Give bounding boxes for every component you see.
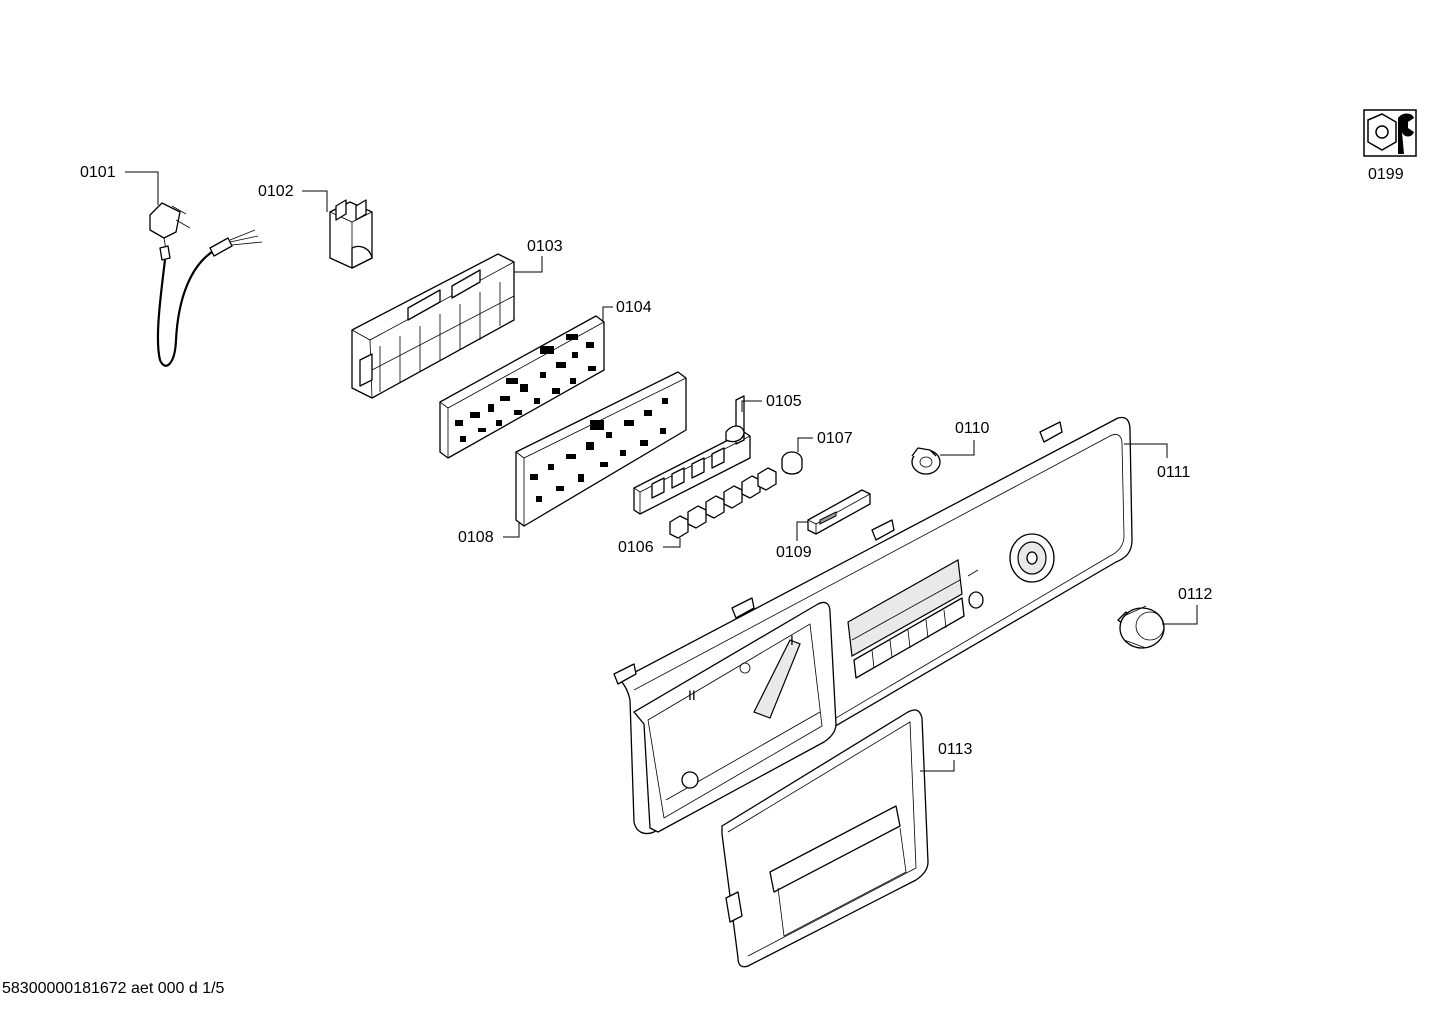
callout-0102: 0102 — [258, 183, 328, 212]
part-control-panel: II I — [613, 416, 1133, 835]
part-small-cap — [781, 451, 803, 475]
callout-label: 0199 — [1368, 166, 1404, 183]
part-display-pcb — [515, 371, 687, 527]
part-power-cord — [149, 202, 263, 367]
callout-0104: 0104 — [602, 299, 652, 322]
callout-label: 0102 — [258, 183, 294, 200]
callout-label: 0103 — [527, 238, 563, 255]
callout-label: 0113 — [938, 741, 973, 758]
pcb-components — [455, 334, 596, 442]
callout-label: 0111 — [1157, 464, 1190, 481]
part-selector-adapter — [911, 447, 941, 475]
callout-0199: 0199 — [1368, 166, 1404, 183]
callout-label: 0105 — [766, 393, 802, 410]
nut-and-wrench-icon — [1363, 109, 1417, 157]
callout-0108: 0108 — [458, 522, 520, 546]
part-light-guide — [807, 489, 871, 535]
callout-label: 0104 — [616, 299, 652, 316]
compartment-marker-i: I — [790, 632, 794, 648]
callout-0103: 0103 — [514, 238, 563, 273]
callout-label: 0108 — [458, 529, 494, 546]
callout-label: 0110 — [955, 420, 990, 437]
pcb-display-components — [530, 398, 668, 502]
part-interference-filter — [329, 199, 373, 269]
part-keycaps — [669, 467, 777, 539]
part-dispenser-handle — [721, 709, 929, 968]
part-electronics-housing — [351, 253, 515, 399]
callout-label: 0101 — [80, 164, 116, 181]
callout-0109: 0109 — [776, 521, 812, 561]
callout-0107: 0107 — [797, 430, 853, 452]
callout-label: 0112 — [1178, 586, 1213, 603]
callout-label: 0106 — [618, 539, 654, 556]
callout-0105: 0105 — [741, 393, 802, 412]
part-main-pcb — [439, 315, 605, 459]
callout-label: 0109 — [776, 544, 812, 561]
callout-0112: 0112 — [1162, 586, 1213, 625]
callout-0113: 0113 — [920, 741, 973, 772]
callout-0111: 0111 — [1124, 443, 1190, 481]
callout-0110: 0110 — [940, 420, 990, 456]
document-id: 58300000181672 aet 000 d 1/5 — [2, 980, 225, 997]
compartment-marker-ii: II — [688, 687, 696, 703]
callout-0101: 0101 — [80, 164, 159, 205]
part-selector-knob — [1117, 605, 1165, 649]
callout-label: 0107 — [817, 430, 853, 447]
callout-0106: 0106 — [618, 538, 681, 556]
